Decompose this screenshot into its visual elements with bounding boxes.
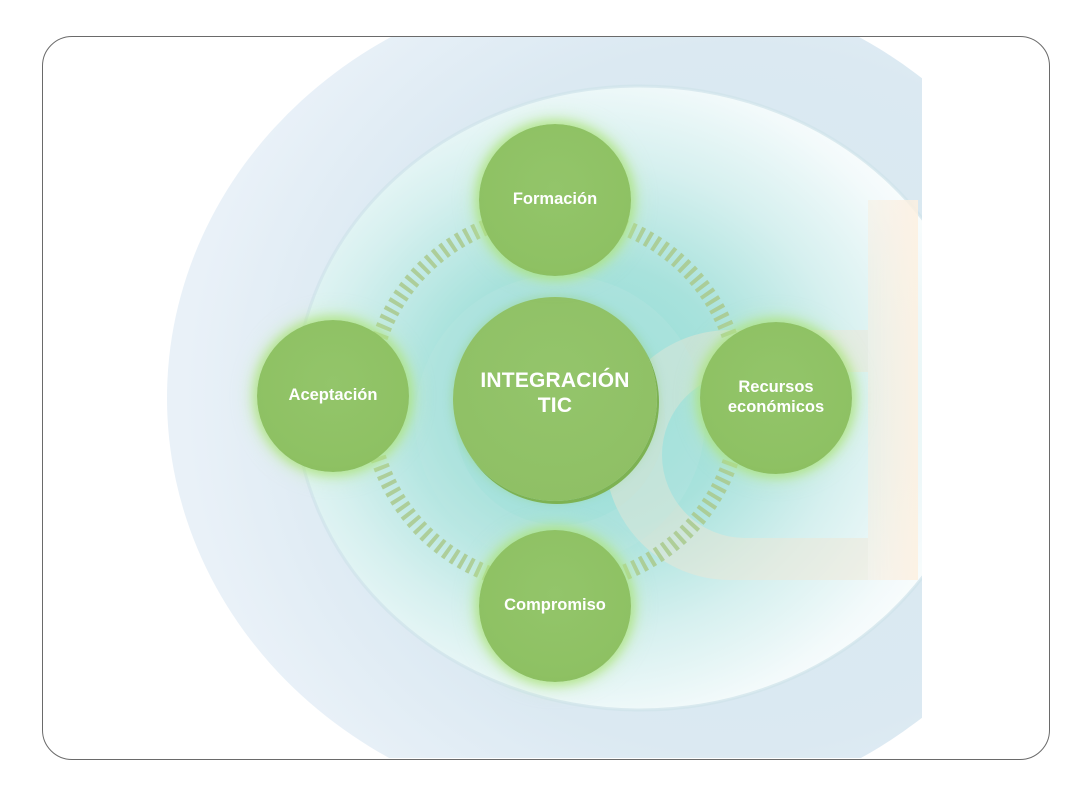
node-compromiso: Compromiso: [479, 530, 631, 682]
node-formacion: Formación: [479, 124, 631, 276]
node-aceptacion: Aceptación: [257, 320, 409, 472]
node-label-recursos: Recursos económicos: [727, 378, 825, 416]
node-label-aceptacion: Aceptación: [288, 386, 378, 405]
orange-d-shape: [605, 200, 918, 580]
hub-node-integracion-tic: INTEGRACIÓN TIC: [453, 297, 657, 501]
node-label-formacion: Formación: [512, 190, 598, 209]
node-label-compromiso: Compromiso: [504, 596, 606, 615]
node-recursos-economicos: Recursos económicos: [700, 322, 852, 474]
hub-label: INTEGRACIÓN TIC: [480, 368, 630, 417]
